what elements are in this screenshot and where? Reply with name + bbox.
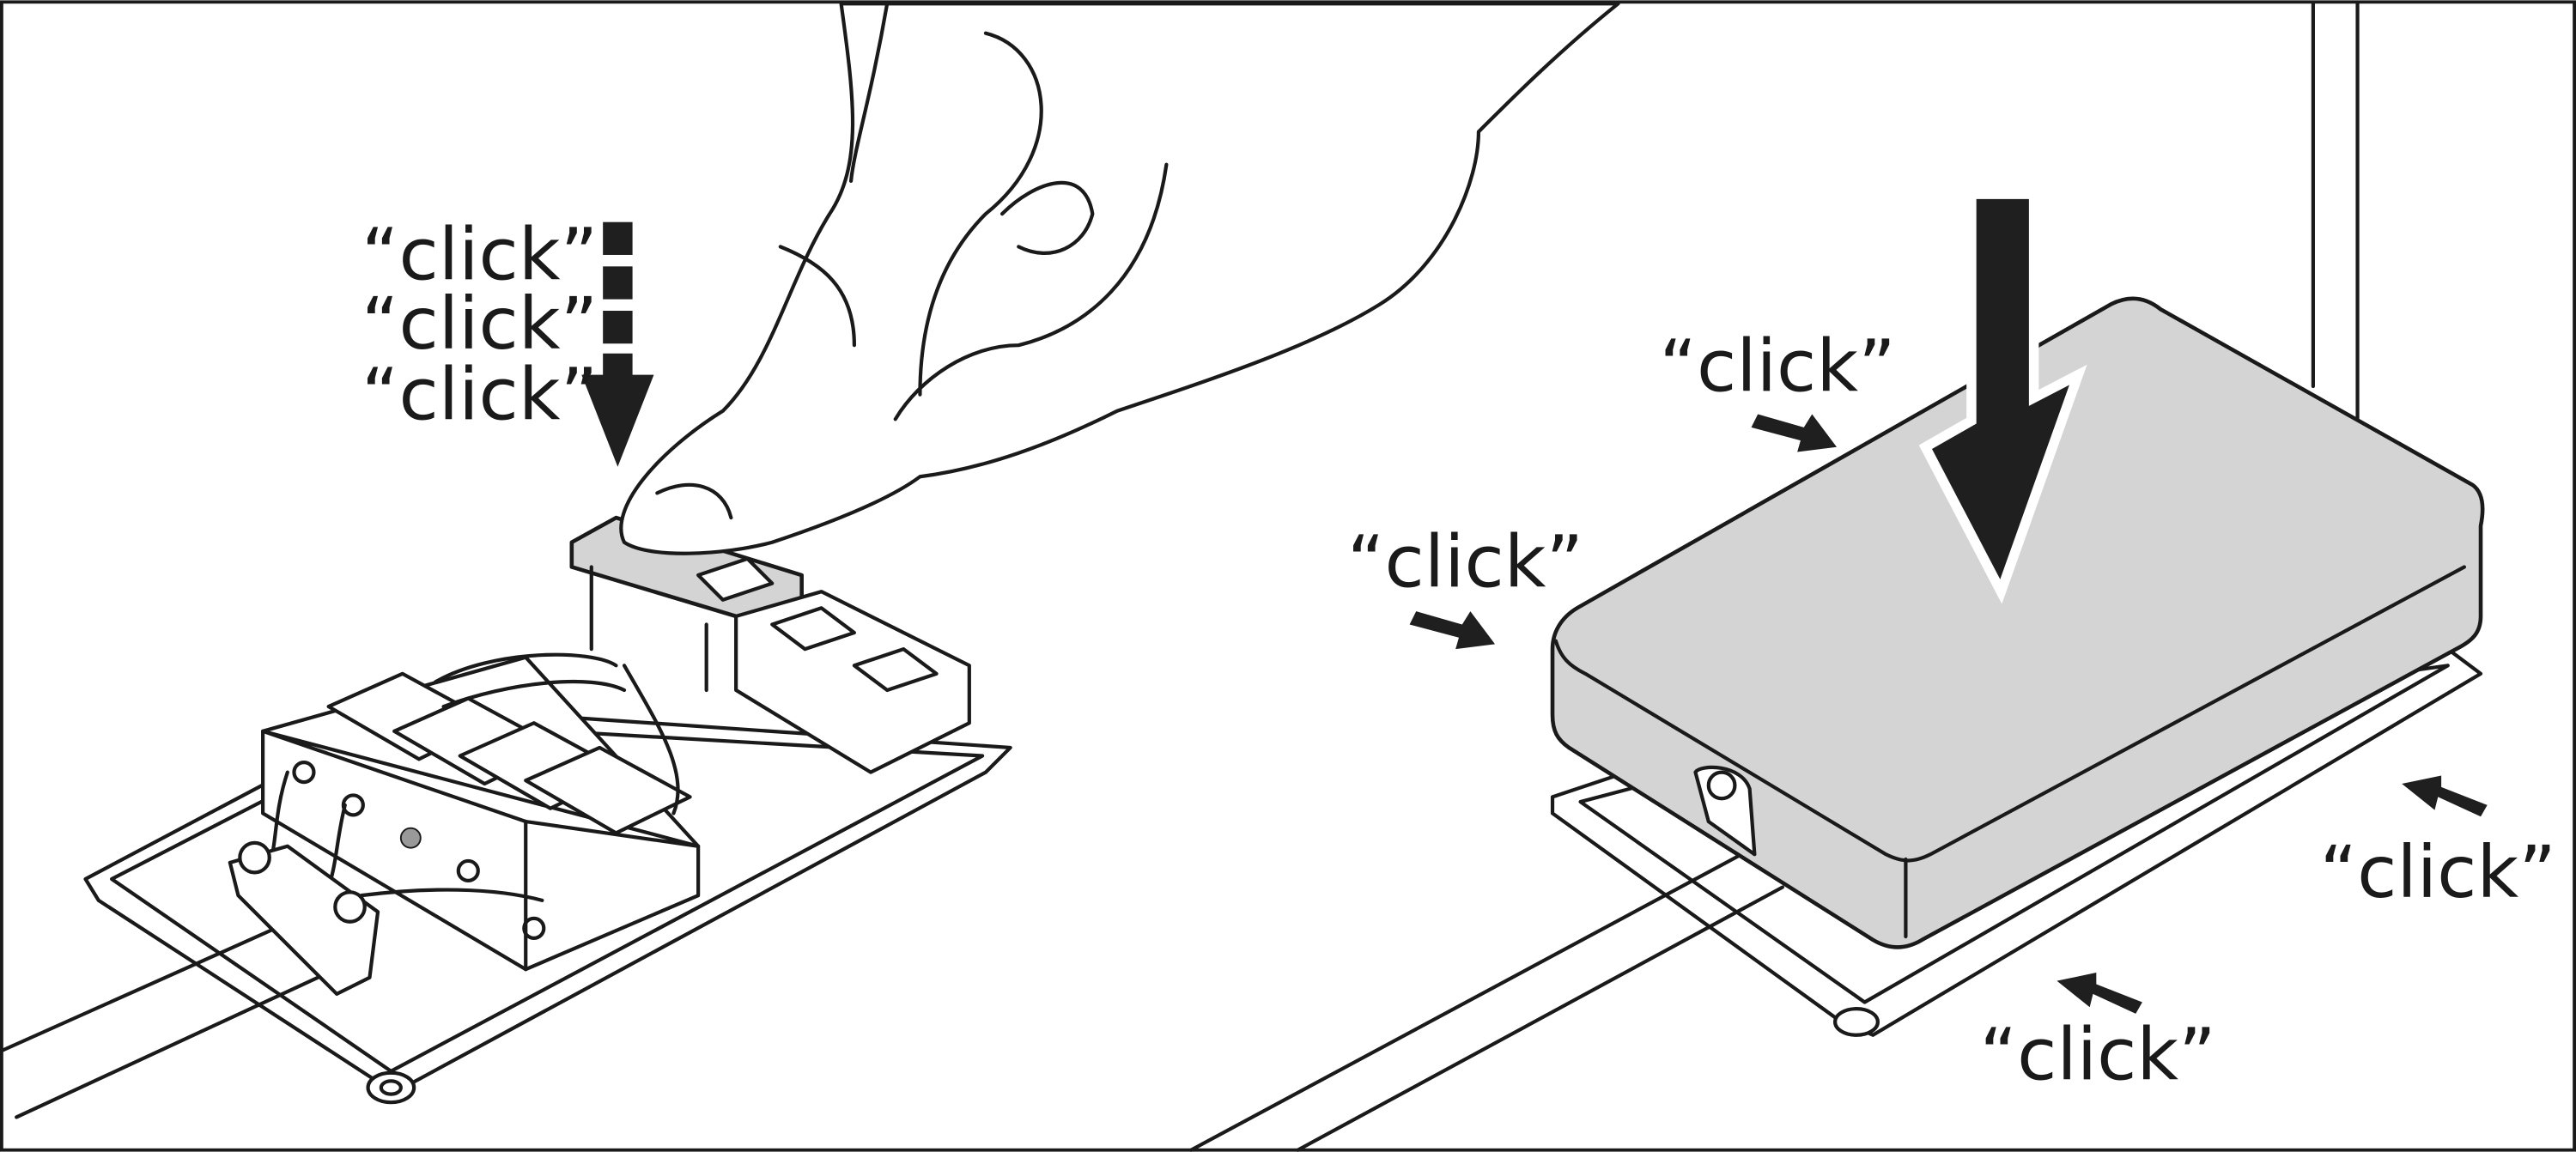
arrow-left-click [1409,611,1496,650]
click-label-left-1: “click” [361,213,598,297]
click-label-right-bottom: “click” [1979,1012,2215,1096]
click-label-right-left: “click” [1347,519,1583,603]
arrow-top-click [1751,414,1838,452]
click-label-right-top: “click” [1659,324,1895,409]
cable-clamp [228,840,380,997]
click-label-left-3: “click” [361,352,598,436]
wall-edge [2311,2,2360,421]
arrow-side-click [2402,775,2488,817]
right-cable [1189,852,1784,1152]
press-arrow-dashed [581,221,654,467]
wire-connector-block [261,655,701,972]
click-label-right-side: “click” [2320,830,2556,914]
arrow-bottom-click [2057,973,2142,1014]
junction-box-cover [1550,296,2485,949]
hand [619,2,1620,555]
press-arrow-large [1918,189,2087,604]
wires [261,652,680,902]
click-label-left-2: “click” [361,282,598,366]
left-cable [0,910,355,1119]
